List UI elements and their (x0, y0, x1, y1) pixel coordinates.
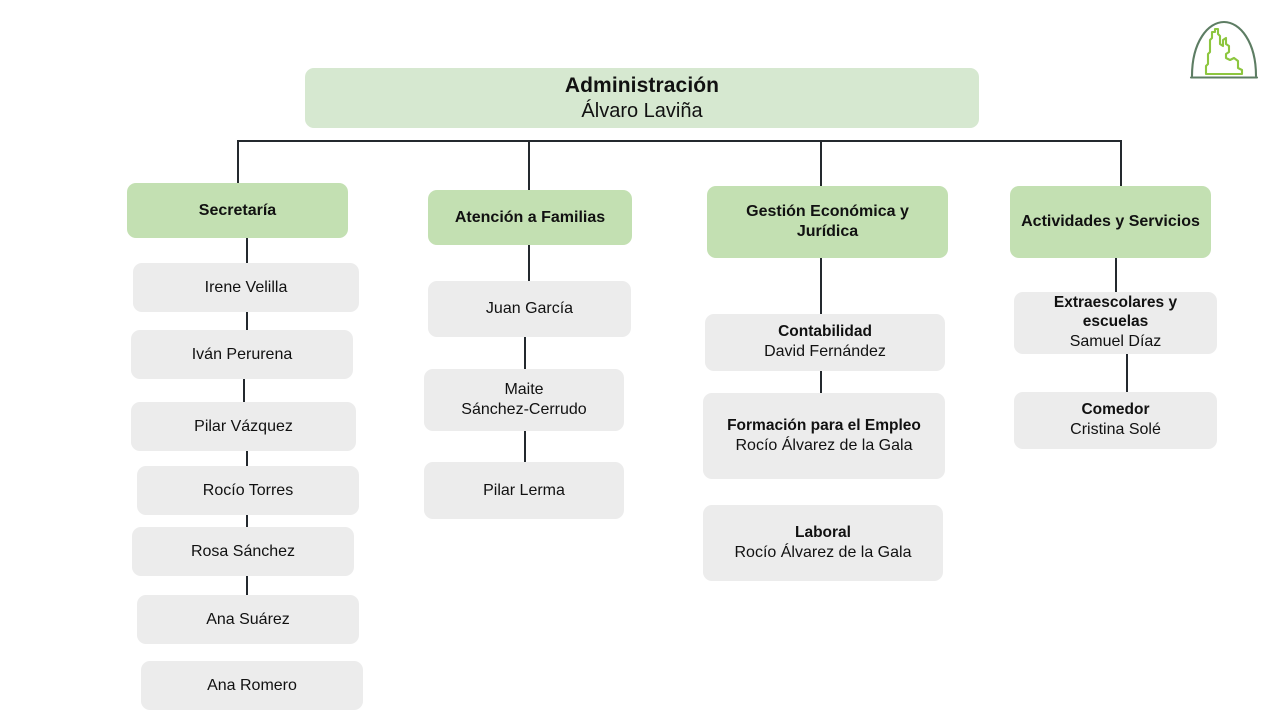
node-title: Actividades y Servicios (1021, 213, 1200, 231)
node-dept-gestion-economica-y-juridica[interactable]: Gestión Económica y Jurídica (707, 186, 948, 258)
node-staff-ana-suarez[interactable]: Ana Suárez (137, 595, 359, 644)
node-staff-pilar-lerma[interactable]: Pilar Lerma (424, 462, 624, 519)
connector-actividades-2 (1126, 354, 1128, 392)
node-person: Irene Velilla (204, 278, 288, 296)
connector-secretaria-3 (243, 379, 245, 402)
node-root-administracion[interactable]: Administración Álvaro Laviña (305, 68, 979, 128)
node-title: Formación para el Empleo (727, 416, 921, 434)
arch-castle-logo (1189, 20, 1259, 79)
connector-bus-to-secretaria (237, 140, 239, 184)
node-staff-maite-sanchez-cerrudo[interactable]: Maite Sánchez-Cerrudo (424, 369, 624, 431)
node-person: Samuel Díaz (1069, 333, 1162, 351)
node-unit-laboral[interactable]: Laboral Rocío Álvarez de la Gala (703, 505, 943, 581)
node-staff-rosa-sanchez[interactable]: Rosa Sánchez (132, 527, 354, 576)
connector-atencion-1 (528, 245, 530, 281)
connector-bus-to-actividades (1120, 140, 1122, 186)
node-unit-extraescolares-y-escuelas[interactable]: Extraescolares y escuelas Samuel Díaz (1014, 292, 1217, 354)
node-person: Rocío Álvarez de la Gala (735, 436, 913, 454)
node-dept-actividades-y-servicios[interactable]: Actividades y Servicios (1010, 186, 1211, 258)
node-unit-comedor[interactable]: Comedor Cristina Solé (1014, 392, 1217, 449)
node-dept-secretaria[interactable]: Secretaría (127, 183, 348, 238)
node-dept-atencion-a-familias[interactable]: Atención a Familias (428, 190, 632, 245)
node-title: Comedor (1081, 401, 1150, 419)
node-unit-contabilidad[interactable]: Contabilidad David Fernández (705, 314, 945, 371)
node-person: Ana Romero (207, 676, 297, 694)
node-staff-irene-velilla[interactable]: Irene Velilla (133, 263, 359, 312)
node-title: Extraescolares y escuelas (1053, 294, 1178, 331)
node-staff-ana-romero[interactable]: Ana Romero (141, 661, 363, 710)
node-person: Rosa Sánchez (190, 542, 296, 560)
connector-gestion-1 (820, 258, 822, 314)
connector-root-bus (237, 140, 1121, 142)
connector-secretaria-6 (246, 576, 248, 595)
node-title: Contabilidad (778, 323, 872, 341)
connector-secretaria-4 (246, 451, 248, 466)
node-person: David Fernández (764, 343, 886, 361)
node-person: Pilar Lerma (483, 481, 565, 499)
node-person: Maite Sánchez-Cerrudo (461, 381, 587, 418)
node-title: Gestión Económica y Jurídica (746, 203, 909, 240)
node-title: Administración (564, 74, 720, 97)
node-staff-rocio-torres[interactable]: Rocío Torres (137, 466, 359, 515)
node-staff-ivan-perurena[interactable]: Iván Perurena (131, 330, 353, 379)
node-person: Cristina Solé (1070, 421, 1161, 439)
connector-actividades-1 (1115, 258, 1117, 292)
node-person: Álvaro Laviña (581, 99, 703, 122)
node-unit-formacion-para-el-empleo[interactable]: Formación para el Empleo Rocío Álvarez d… (703, 393, 945, 479)
connector-gestion-2 (820, 371, 822, 393)
connector-atencion-2 (524, 337, 526, 369)
node-person: Rocío Álvarez de la Gala (734, 543, 912, 561)
connector-bus-to-atencion (528, 140, 530, 191)
connector-atencion-3 (524, 431, 526, 462)
connector-secretaria-2 (246, 312, 248, 330)
node-person: Pilar Vázquez (194, 417, 293, 435)
connector-secretaria-1 (246, 238, 248, 263)
connector-bus-to-gestion (820, 140, 822, 186)
node-staff-juan-garcia[interactable]: Juan García (428, 281, 631, 337)
node-title: Atención a Familias (454, 208, 606, 226)
node-title: Laboral (795, 523, 851, 541)
node-title: Secretaría (198, 201, 277, 219)
node-person: Iván Perurena (191, 345, 293, 363)
node-staff-pilar-vazquez[interactable]: Pilar Vázquez (131, 402, 356, 451)
node-person: Ana Suárez (206, 610, 290, 628)
node-person: Juan García (485, 300, 574, 318)
node-person: Rocío Torres (202, 481, 294, 499)
connector-secretaria-5 (246, 515, 248, 527)
